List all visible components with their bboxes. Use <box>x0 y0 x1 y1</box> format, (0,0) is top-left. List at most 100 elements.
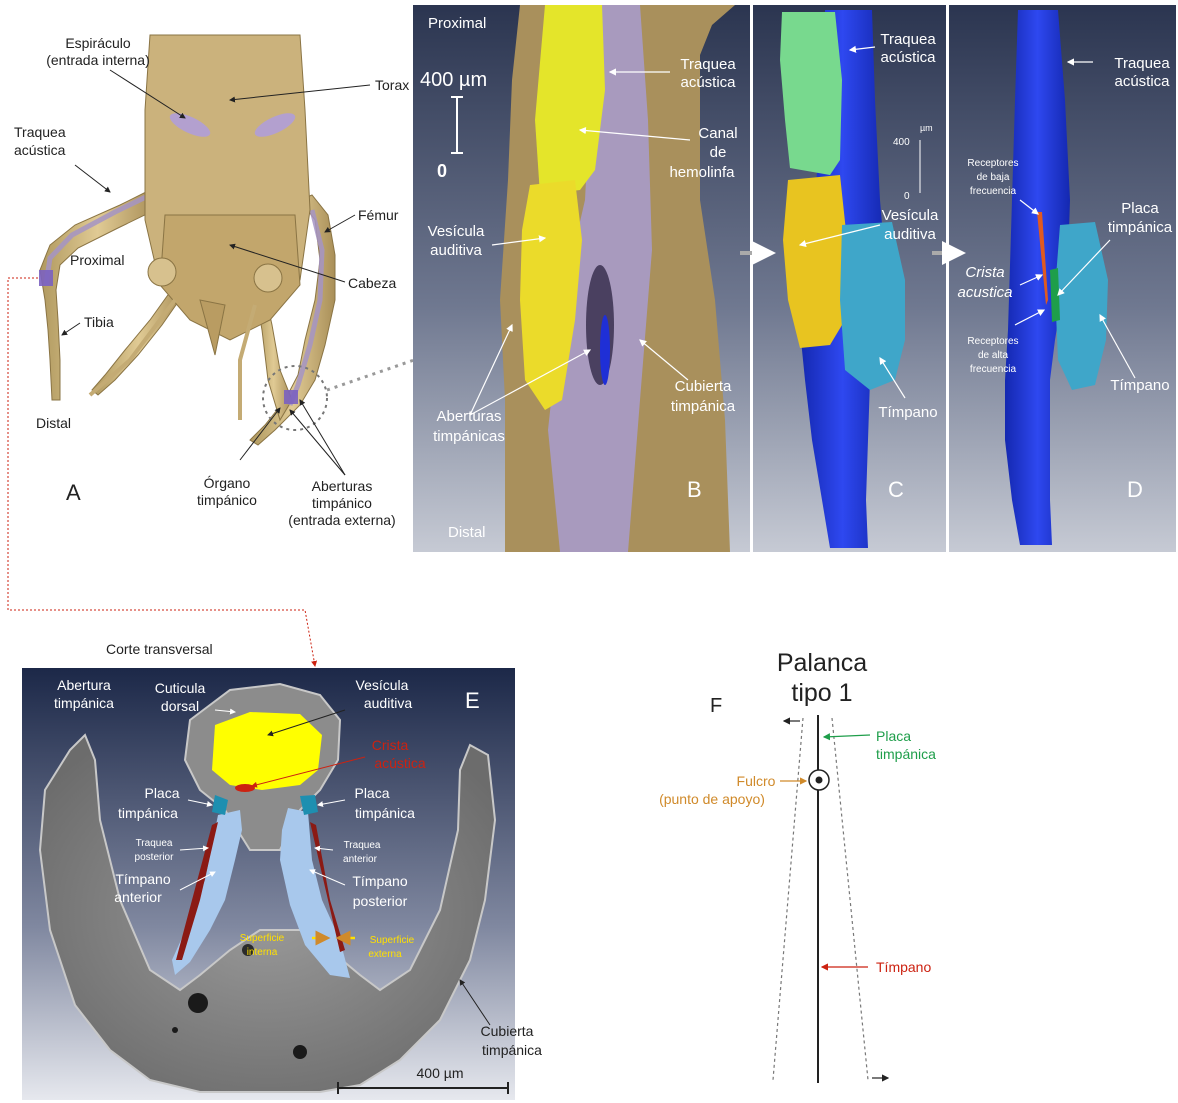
label-aberturas-1: Aberturas <box>312 478 373 494</box>
label-aberturas-2: timpánico <box>312 495 372 511</box>
label-e-timppost-2: posterior <box>353 893 408 909</box>
label-b-vesicula-1: Vesícula <box>428 223 485 240</box>
hemolymph-green-c <box>780 12 842 175</box>
label-f-fulcro-2: (punto de apoyo) <box>659 791 765 807</box>
label-d-alta-3: frecuencia <box>970 364 1017 375</box>
label-distal: Distal <box>36 415 71 431</box>
eye-right <box>254 264 282 292</box>
panel-f: Palanca tipo 1 F Placa timpánica Fulcro … <box>659 649 936 1083</box>
label-d-crista-1: Crista <box>965 264 1004 281</box>
label-e-timpant-1: Tímpano <box>115 871 170 887</box>
label-e-placaR-2: timpánica <box>355 805 415 821</box>
label-e-placaL-1: Placa <box>144 785 179 801</box>
label-espiraculo-1: Espiráculo <box>65 35 131 51</box>
label-d-baja-1: Receptores <box>967 158 1018 169</box>
panel-a: Espiráculo (entrada interna) Torax Traqu… <box>14 35 478 528</box>
tympanum-light-c <box>840 222 905 390</box>
panel-letter-b: B <box>687 477 702 502</box>
label-espiraculo-2: (entrada interna) <box>46 52 150 68</box>
label-e-supext-1: Superficie <box>370 935 415 946</box>
label-traquea-1: Traquea <box>14 124 66 140</box>
label-b-distal: Distal <box>448 524 486 541</box>
crista-acustica-e <box>235 784 255 792</box>
leader-aberturas-1 <box>300 400 345 475</box>
label-b-canal-2: de <box>710 144 727 161</box>
panel-e: Corte transversal Abertura timpánica <box>22 641 542 1100</box>
label-c-scale-400: 400 <box>893 137 910 148</box>
label-organo-1: Órgano <box>204 475 251 491</box>
label-e-timpant-2: anterior <box>114 889 162 905</box>
label-d-crista-2: acustica <box>957 284 1012 301</box>
label-e-traqpost-1: Traquea <box>136 838 173 849</box>
label-e-crista-2: acústica <box>374 755 426 771</box>
label-d-baja-3: frecuencia <box>970 186 1017 197</box>
label-e-abertura-2: timpánica <box>54 695 114 711</box>
lever-dashed-right <box>832 718 868 1080</box>
auditory-vesicle-e <box>212 712 322 790</box>
panel-letter-c: C <box>888 477 904 502</box>
label-torax: Torax <box>375 77 409 93</box>
label-e-supint-2: interna <box>247 947 278 958</box>
label-b-vesicula-2: auditiva <box>430 242 482 259</box>
label-e-placaL-2: timpánica <box>118 805 178 821</box>
label-d-alta-2: de alta <box>978 350 1008 361</box>
label-b-canal-3: hemolinfa <box>669 164 735 181</box>
label-b-cubierta-1: Cubierta <box>675 378 732 395</box>
label-e-traqant-2: anterior <box>343 854 378 865</box>
label-f-fulcro-1: Fulcro <box>737 773 776 789</box>
label-e-cuticula-1: Cuticula <box>155 680 206 696</box>
tympanal-slit <box>586 265 614 385</box>
label-d-placa-1: Placa <box>1121 200 1159 217</box>
label-b-scale: 400 µm <box>420 69 487 91</box>
panel-letter-f: F <box>710 695 722 717</box>
panel-b: Proximal 400 µm 0 Traquea acústica Canal… <box>413 5 750 552</box>
label-e-supext-2: externa <box>368 949 402 960</box>
label-c-scale-0: 0 <box>904 191 910 202</box>
tympanum-blue-b <box>600 315 610 385</box>
leader-tibia <box>62 323 80 335</box>
label-d-placa-2: timpánica <box>1108 219 1173 236</box>
leader-organo <box>240 408 280 460</box>
label-e-cuticula-2: dorsal <box>161 698 199 714</box>
label-e-corte: Corte transversal <box>106 641 213 657</box>
label-traquea-2: acústica <box>14 142 66 158</box>
label-e-crista-1: Crista <box>372 737 409 753</box>
label-aberturas-3: (entrada externa) <box>288 512 395 528</box>
label-f-title-2: tipo 1 <box>791 679 852 707</box>
air-hole-2 <box>188 993 208 1013</box>
label-f-title-1: Palanca <box>777 649 867 677</box>
air-hole-4 <box>172 1027 178 1033</box>
label-b-traquea-1: Traquea <box>680 56 736 73</box>
label-c-vesicula-2: auditiva <box>884 226 936 243</box>
label-b-aberturas-2: timpánicas <box>433 428 505 445</box>
label-b-zero: 0 <box>437 161 447 181</box>
leader-f-placa <box>824 735 870 737</box>
label-d-timpano: Tímpano <box>1110 377 1169 394</box>
label-d-traquea-2: acústica <box>1114 73 1170 90</box>
label-b-traquea-2: acústica <box>680 74 736 91</box>
label-d-traquea-1: Traquea <box>1114 55 1170 72</box>
label-e-vesicula-2: auditiva <box>364 695 412 711</box>
label-e-cubierta-1: Cubierta <box>481 1023 534 1039</box>
leader-traquea <box>75 165 110 192</box>
label-b-aberturas-1: Aberturas <box>436 408 501 425</box>
label-cabeza: Cabeza <box>348 275 396 291</box>
label-c-traquea-1: Traquea <box>880 31 936 48</box>
label-c-timpano: Tímpano <box>878 404 937 421</box>
label-d-baja-2: de baja <box>977 172 1010 183</box>
label-c-scale-unit: µm <box>920 123 933 133</box>
label-e-traqant-1: Traquea <box>344 840 381 851</box>
label-c-vesicula-1: Vesícula <box>882 207 939 224</box>
label-b-proximal: Proximal <box>428 15 486 32</box>
label-c-traquea-2: acústica <box>880 49 936 66</box>
label-b-cubierta-2: timpánica <box>671 398 736 415</box>
label-e-timppost-1: Tímpano <box>352 873 407 889</box>
fulcrum-dot <box>816 777 823 784</box>
label-e-vesicula-1: Vesícula <box>356 677 409 693</box>
panel-letter-d: D <box>1127 477 1143 502</box>
eye-left <box>148 258 176 286</box>
hemolymph-canal <box>535 5 605 195</box>
label-e-abertura-1: Abertura <box>57 677 111 693</box>
label-f-placa-1: Placa <box>876 728 911 744</box>
